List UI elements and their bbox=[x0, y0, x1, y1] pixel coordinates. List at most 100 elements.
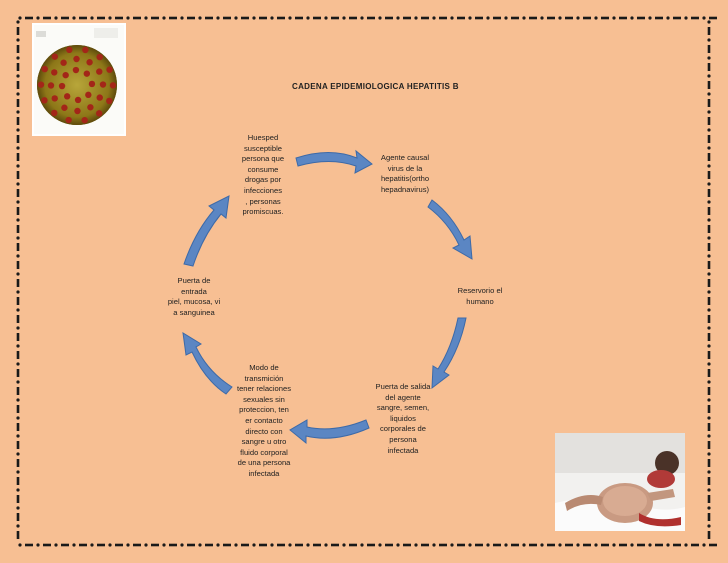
border-mark bbox=[16, 63, 20, 71]
border-mark bbox=[16, 513, 20, 521]
border-mark bbox=[493, 16, 501, 20]
border-mark bbox=[547, 543, 555, 547]
arrow-modo-to-entrada bbox=[182, 332, 233, 395]
border-mark bbox=[277, 16, 285, 20]
border-mark bbox=[16, 351, 20, 359]
border-mark bbox=[43, 16, 51, 20]
border-mark bbox=[108, 543, 112, 547]
border-mark bbox=[16, 182, 20, 186]
border-mark bbox=[691, 543, 699, 547]
border-mark bbox=[72, 16, 76, 20]
border-mark bbox=[36, 16, 40, 20]
border-mark bbox=[331, 16, 339, 20]
border-mark bbox=[707, 225, 711, 233]
border-mark bbox=[630, 16, 634, 20]
border-mark bbox=[18, 543, 22, 547]
border-mark bbox=[707, 459, 711, 467]
border-mark bbox=[16, 117, 20, 125]
border-mark bbox=[707, 513, 711, 521]
border-mark bbox=[16, 362, 20, 366]
border-mark bbox=[205, 16, 213, 20]
border-mark bbox=[16, 279, 20, 287]
virus-spike bbox=[82, 46, 89, 54]
border-mark bbox=[707, 218, 711, 222]
border-mark bbox=[707, 261, 711, 269]
border-mark bbox=[16, 488, 20, 492]
border-mark bbox=[468, 543, 472, 547]
border-mark bbox=[151, 543, 159, 547]
border-mark bbox=[707, 153, 711, 161]
border-mark bbox=[707, 38, 711, 42]
border-mark bbox=[707, 236, 711, 240]
border-mark bbox=[707, 200, 711, 204]
border-mark bbox=[16, 146, 20, 150]
border-mark bbox=[18, 16, 22, 20]
border-mark bbox=[187, 16, 195, 20]
arrow-huesped-to-agente bbox=[295, 149, 373, 174]
border-mark bbox=[16, 495, 20, 503]
arrow-salida-to-modo bbox=[289, 419, 370, 445]
border-mark bbox=[16, 254, 20, 258]
border-mark bbox=[90, 16, 94, 20]
virus-spike bbox=[51, 69, 58, 76]
border-mark bbox=[707, 20, 711, 24]
border-mark bbox=[16, 398, 20, 402]
border-mark bbox=[540, 16, 544, 20]
border-mark bbox=[16, 225, 20, 233]
arrow-entrada-to-huesped bbox=[183, 195, 230, 267]
border-mark bbox=[16, 207, 20, 215]
border-mark bbox=[576, 543, 580, 547]
border-mark bbox=[707, 380, 711, 384]
virus-spike bbox=[86, 59, 93, 66]
border-mark bbox=[126, 543, 130, 547]
border-mark bbox=[16, 423, 20, 431]
border-mark bbox=[594, 16, 598, 20]
border-mark bbox=[432, 16, 436, 20]
border-mark bbox=[707, 110, 711, 114]
virus-spike bbox=[106, 97, 113, 105]
virus-spike bbox=[99, 81, 107, 88]
border-mark bbox=[151, 16, 159, 20]
arrow-reservorio-to-salida bbox=[431, 317, 467, 390]
node-reservorio: Reservorio el humano bbox=[457, 286, 503, 306]
virus-spike bbox=[72, 66, 80, 74]
border-mark bbox=[342, 543, 346, 547]
border-mark bbox=[90, 543, 94, 547]
virus-spike bbox=[37, 81, 45, 88]
border-mark bbox=[558, 16, 562, 20]
border-mark bbox=[16, 387, 20, 395]
border-mark bbox=[707, 405, 711, 413]
border-mark bbox=[601, 16, 609, 20]
border-mark bbox=[79, 543, 87, 547]
virus-spike bbox=[73, 55, 80, 63]
border-mark bbox=[144, 16, 148, 20]
virus-spike bbox=[88, 80, 96, 88]
border-mark bbox=[707, 182, 711, 186]
border-mark bbox=[707, 297, 711, 305]
border-mark bbox=[707, 164, 711, 168]
border-mark bbox=[655, 16, 663, 20]
border-mark bbox=[707, 81, 711, 89]
node-puerta-de-salida: Puerta de salida del agente sangre, seme… bbox=[375, 382, 431, 455]
node-huesped-susceptible: Huesped susceptible persona que consume … bbox=[241, 133, 285, 217]
border-mark bbox=[707, 524, 711, 528]
border-mark bbox=[522, 16, 526, 20]
border-mark bbox=[619, 16, 627, 20]
border-mark bbox=[16, 27, 20, 35]
border-mark bbox=[25, 543, 33, 547]
border-mark bbox=[223, 16, 231, 20]
border-mark bbox=[583, 16, 591, 20]
node-agente-causal: Agente causal virus de la hepatitis(orth… bbox=[380, 153, 430, 194]
border-mark bbox=[612, 543, 616, 547]
border-mark bbox=[16, 333, 20, 341]
border-mark bbox=[162, 16, 166, 20]
virus-spike bbox=[62, 71, 69, 79]
border-mark bbox=[414, 543, 418, 547]
border-mark bbox=[707, 531, 711, 539]
border-mark bbox=[306, 543, 310, 547]
virus-spike bbox=[96, 68, 103, 75]
border-mark bbox=[576, 16, 580, 20]
border-mark bbox=[54, 16, 58, 20]
